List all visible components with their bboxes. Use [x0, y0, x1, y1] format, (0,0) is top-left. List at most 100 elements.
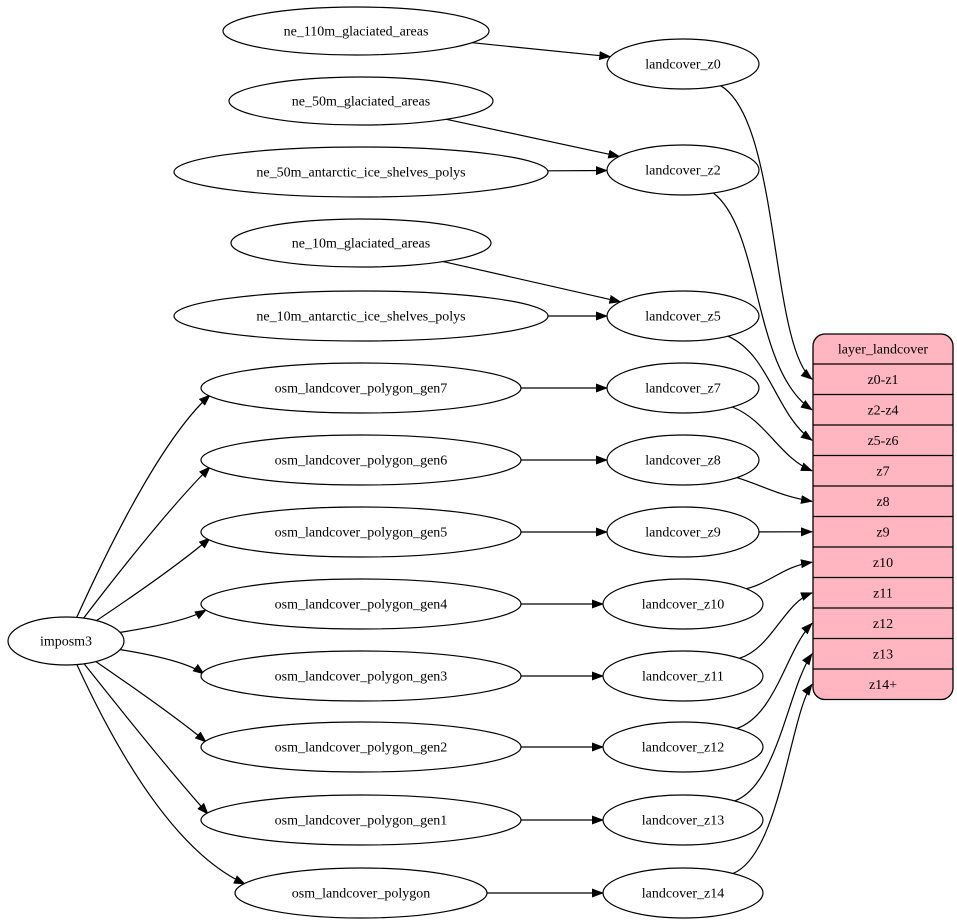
- node-ne_50m_antarctic_ice_shelves_polys: ne_50m_antarctic_ice_shelves_polys: [173, 146, 549, 198]
- node-landcover_z10: landcover_z10: [602, 578, 764, 630]
- record-row-z9: z9: [876, 525, 889, 540]
- edge-landcover_z5-layer_landcover-z5-z6: [727, 335, 813, 441]
- node-osm_landcover_polygon_gen4: osm_landcover_polygon_gen4: [200, 578, 522, 630]
- edge-landcover_z10-layer_landcover-z10: [746, 559, 813, 590]
- node-label-ne_50m_antarctic_ice_shelves_polys: ne_50m_antarctic_ice_shelves_polys: [256, 166, 465, 181]
- edge-landcover_z8-layer_landcover-z8: [736, 477, 813, 504]
- node-ellipse-imposm3: [7, 616, 125, 666]
- node-label-landcover_z0: landcover_z0: [645, 58, 720, 73]
- record-row-z11: z11: [873, 586, 893, 601]
- edges-layer: [76, 42, 813, 898]
- edge-ne_110m_glaciated_areas-landcover_z0: [472, 42, 612, 61]
- node-osm_landcover_polygon_gen3: osm_landcover_polygon_gen3: [200, 650, 522, 702]
- node-landcover_z0: landcover_z0: [606, 38, 760, 90]
- node-landcover_z7: landcover_z7: [606, 362, 760, 414]
- node-label-landcover_z11: landcover_z11: [642, 670, 724, 685]
- node-label-ne_10m_antarctic_ice_shelves_polys: ne_10m_antarctic_ice_shelves_polys: [256, 310, 465, 325]
- node-ellipse-landcover_z10: [602, 578, 764, 630]
- node-ne_110m_glaciated_areas: ne_110m_glaciated_areas: [222, 6, 490, 56]
- edge-landcover_z13-layer_landcover-z13: [734, 652, 813, 802]
- node-label-landcover_z7: landcover_z7: [645, 382, 720, 397]
- node-ellipse-landcover_z9: [606, 506, 760, 558]
- record-row-z5-z6: z5-z6: [867, 434, 898, 449]
- node-label-landcover_z2: landcover_z2: [645, 164, 720, 179]
- record-row-z8: z8: [876, 495, 889, 510]
- edge-landcover_z11-layer_landcover-z11: [739, 592, 813, 659]
- node-ellipse-landcover_z11: [602, 650, 764, 702]
- node-label-osm_landcover_polygon: osm_landcover_polygon: [292, 887, 430, 902]
- node-label-osm_landcover_polygon_gen2: osm_landcover_polygon_gen2: [275, 741, 448, 756]
- node-ellipse-osm_landcover_polygon_gen2: [200, 721, 522, 773]
- node-ellipse-osm_landcover_polygon: [234, 867, 488, 919]
- edge-imposm3-osm_landcover_polygon: [76, 664, 246, 885]
- node-landcover_z8: landcover_z8: [606, 434, 760, 486]
- node-label-landcover_z9: landcover_z9: [645, 526, 720, 541]
- node-label-ne_50m_glaciated_areas: ne_50m_glaciated_areas: [292, 95, 430, 110]
- edge-landcover_z2-layer_landcover-z2-z4: [712, 192, 813, 411]
- node-landcover_z11: landcover_z11: [602, 650, 764, 702]
- node-label-landcover_z5: landcover_z5: [645, 310, 720, 325]
- node-ellipse-osm_landcover_polygon_gen3: [200, 650, 522, 702]
- record-row-z7: z7: [876, 464, 889, 479]
- edge-imposm3-osm_landcover_polygon_gen7: [76, 394, 211, 618]
- node-label-imposm3: imposm3: [40, 635, 92, 650]
- record-row-z2-z4: z2-z4: [867, 403, 898, 418]
- node-imposm3: imposm3: [7, 616, 125, 666]
- record-row-z0-z1: z0-z1: [867, 373, 898, 388]
- node-landcover_z9: landcover_z9: [606, 506, 760, 558]
- node-landcover_z14: landcover_z14: [602, 867, 764, 919]
- node-landcover_z13: landcover_z13: [602, 794, 764, 846]
- node-ne_10m_glaciated_areas: ne_10m_glaciated_areas: [230, 218, 492, 268]
- node-ellipse-ne_50m_antarctic_ice_shelves_polys: [173, 146, 549, 198]
- node-label-landcover_z8: landcover_z8: [645, 454, 720, 469]
- edge-ne_10m_glaciated_areas-landcover_z5: [442, 261, 622, 304]
- node-label-osm_landcover_polygon_gen1: osm_landcover_polygon_gen1: [275, 814, 448, 829]
- node-ellipse-osm_landcover_polygon_gen1: [200, 794, 522, 846]
- node-ellipse-ne_50m_glaciated_areas: [228, 76, 494, 126]
- edge-imposm3-osm_landcover_polygon_gen6: [83, 466, 211, 619]
- node-osm_landcover_polygon_gen2: osm_landcover_polygon_gen2: [200, 721, 522, 773]
- node-ellipse-osm_landcover_polygon_gen6: [200, 434, 522, 486]
- node-ellipse-landcover_z8: [606, 434, 760, 486]
- record-row-z13: z13: [873, 647, 893, 662]
- edge-imposm3-osm_landcover_polygon_gen4: [120, 609, 207, 633]
- node-label-landcover_z10: landcover_z10: [642, 598, 724, 613]
- node-landcover_z2: landcover_z2: [606, 144, 760, 196]
- node-osm_landcover_polygon_gen6: osm_landcover_polygon_gen6: [200, 434, 522, 486]
- edge-landcover_z14-layer_landcover-z14+: [732, 683, 813, 875]
- record-header-label: layer_landcover: [838, 343, 929, 358]
- node-label-ne_10m_glaciated_areas: ne_10m_glaciated_areas: [292, 237, 430, 252]
- node-osm_landcover_polygon_gen5: osm_landcover_polygon_gen5: [200, 506, 522, 558]
- record-node-layer: layer_landcoverz0-z1z2-z4z5-z6z7z8z9z10z…: [812, 333, 954, 701]
- node-label-osm_landcover_polygon_gen5: osm_landcover_polygon_gen5: [275, 526, 448, 541]
- edge-imposm3-osm_landcover_polygon_gen3: [120, 649, 205, 675]
- node-label-landcover_z14: landcover_z14: [642, 887, 724, 902]
- node-osm_landcover_polygon_gen1: osm_landcover_polygon_gen1: [200, 794, 522, 846]
- record-row-z14+: z14+: [869, 678, 897, 693]
- node-ellipse-landcover_z0: [606, 38, 760, 90]
- node-ellipse-landcover_z7: [606, 362, 760, 414]
- edge-ne_50m_glaciated_areas-landcover_z2: [446, 118, 621, 159]
- node-ellipse-ne_10m_glaciated_areas: [230, 218, 492, 268]
- edge-landcover_z7-layer_landcover-z7: [732, 406, 813, 472]
- node-ellipse-landcover_z5: [606, 290, 760, 342]
- edge-landcover_z0-layer_landcover-z0-z1: [720, 85, 813, 380]
- node-ellipse-landcover_z12: [602, 721, 764, 773]
- node-label-landcover_z13: landcover_z13: [642, 814, 724, 829]
- edge-imposm3-osm_landcover_polygon_gen5: [96, 537, 211, 622]
- edge-landcover_z12-layer_landcover-z12: [736, 622, 813, 730]
- node-label-osm_landcover_polygon_gen3: osm_landcover_polygon_gen3: [275, 670, 448, 685]
- node-landcover_z5: landcover_z5: [606, 290, 760, 342]
- node-label-landcover_z12: landcover_z12: [642, 741, 724, 756]
- node-landcover_z12: landcover_z12: [602, 721, 764, 773]
- node-ne_50m_glaciated_areas: ne_50m_glaciated_areas: [228, 76, 494, 126]
- node-osm_landcover_polygon: osm_landcover_polygon: [234, 867, 488, 919]
- record-row-z12: z12: [873, 617, 893, 632]
- node-ellipse-osm_landcover_polygon_gen7: [200, 362, 522, 414]
- node-osm_landcover_polygon_gen7: osm_landcover_polygon_gen7: [200, 362, 522, 414]
- node-label-ne_110m_glaciated_areas: ne_110m_glaciated_areas: [284, 25, 429, 40]
- node-ellipse-landcover_z2: [606, 144, 760, 196]
- node-ellipse-landcover_z13: [602, 794, 764, 846]
